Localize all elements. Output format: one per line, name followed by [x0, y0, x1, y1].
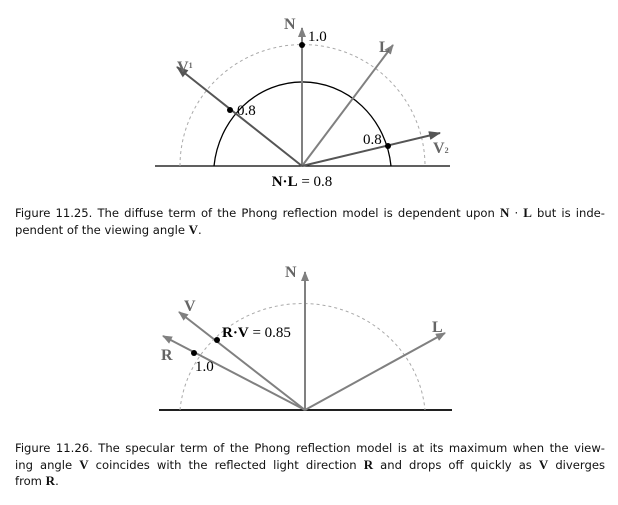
- view-vector-V1: [176, 66, 303, 167]
- label-L: L: [432, 319, 443, 336]
- equation-n-dot-l: N·L = 0.8: [272, 174, 333, 190]
- unit-hemisphere-dashed: [179, 44, 426, 167]
- label-V1: V1: [177, 59, 193, 76]
- point-R: [191, 350, 197, 356]
- light-vector-L: [304, 332, 446, 411]
- figure-11-26-caption: Figure 11.26. The specular term of the P…: [15, 441, 605, 488]
- label-N: N: [284, 16, 296, 33]
- label-V2: V2: [433, 140, 449, 157]
- label-r-value: 1.0: [195, 359, 214, 375]
- label-N: N: [285, 264, 297, 281]
- view-vector-V2: [301, 131, 441, 167]
- equation-r-dot-v: R·V = 0.85: [222, 325, 291, 341]
- figure-11-26-diagram: N V R L 1.0 R·V = 0.85: [159, 264, 452, 411]
- label-v1-value: 0.8: [237, 103, 256, 119]
- label-L: L: [379, 39, 390, 56]
- point-V1: [227, 107, 233, 113]
- label-V: V: [184, 298, 196, 315]
- point-N: [299, 42, 305, 48]
- reflection-vector-R: [162, 335, 306, 411]
- unit-hemisphere-dashed: [179, 303, 426, 411]
- point-V2: [385, 143, 391, 149]
- point-V: [214, 337, 220, 343]
- label-R: R: [161, 347, 173, 364]
- label-n-value: 1.0: [308, 29, 327, 45]
- view-vector-V: [178, 311, 306, 411]
- figure-11-25-caption: Figure 11.25. The diffuse term of the Ph…: [15, 205, 605, 237]
- figure-11-25-diagram: N 1.0 L V1 V2 0.8 0.8 N·L = 0.8: [155, 16, 450, 190]
- label-v2-value: 0.8: [363, 132, 382, 148]
- light-vector-L: [301, 44, 394, 167]
